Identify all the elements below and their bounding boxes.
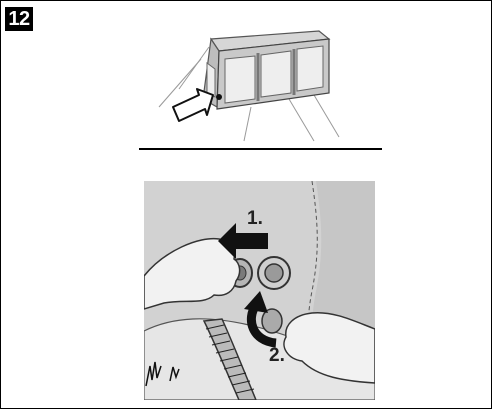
valve-location-dot — [216, 94, 222, 100]
pointer-arrow-icon — [173, 89, 213, 121]
step-number-badge: 12 — [5, 7, 33, 31]
step-number: 12 — [8, 8, 29, 31]
step-label-two: 2. — [269, 345, 285, 367]
awning-illustration — [139, 29, 385, 145]
step-label-one: 1. — [247, 208, 263, 230]
section-divider — [139, 148, 382, 150]
